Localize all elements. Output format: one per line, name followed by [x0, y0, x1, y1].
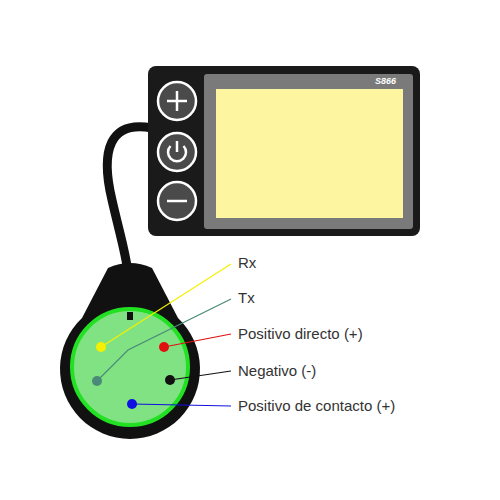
connector-insert: [72, 309, 188, 425]
negative-pin: [165, 375, 175, 385]
signal-name: Tx: [238, 289, 255, 307]
display-unit: S866: [148, 66, 420, 236]
direct-positive-pin: [159, 342, 169, 352]
leader-line: [101, 264, 231, 347]
cable: [107, 127, 152, 272]
pin-name: Positivo de contacto (+): [238, 397, 395, 415]
signal-name: Rx: [238, 254, 256, 272]
model-label: S866: [375, 76, 396, 86]
leader-line: [97, 299, 231, 381]
connector-face: [62, 299, 198, 435]
power-button: [158, 133, 196, 171]
minus-button: [158, 182, 196, 220]
contact-positive-pin: [127, 399, 137, 409]
connector-housing: [60, 263, 200, 439]
tx-pin: [92, 376, 102, 386]
rx-pin: [96, 342, 106, 352]
leader-line: [164, 334, 231, 347]
pin-name: Negativo (-): [238, 362, 316, 380]
plus-button: [158, 82, 196, 120]
display-housing: [148, 66, 420, 236]
screen-bezel: [204, 74, 413, 229]
screen: [216, 89, 403, 218]
leader-line: [170, 371, 231, 380]
leader-line: [132, 404, 231, 406]
pin-name: Positivo directo (+): [238, 325, 363, 343]
key-notch: [127, 312, 133, 320]
